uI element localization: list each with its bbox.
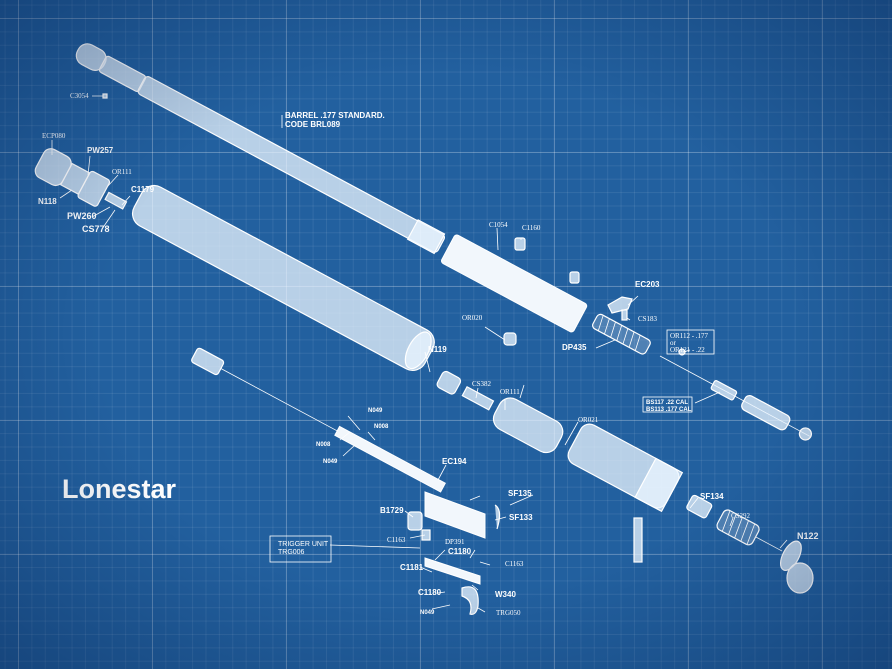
label-bs117: BS117 .22 CAL [646, 400, 688, 406]
label-ec194: EC194 [442, 457, 467, 466]
label-ecp080: ECP080 [42, 132, 66, 140]
label-or121: OR121 - .22 [670, 346, 705, 354]
piston-assembly [436, 370, 564, 454]
label-pw257: PW257 [87, 146, 114, 155]
c1160-screw [514, 237, 526, 251]
label-c1181: C1181 [400, 563, 424, 572]
label-c1179: C1179 [131, 185, 155, 194]
label-sf133: SF133 [509, 513, 533, 522]
label-or111b: OR111 [500, 388, 520, 396]
label-ec203: EC203 [635, 280, 660, 289]
label-n049c: N049 [420, 610, 435, 616]
or112-ball [678, 348, 686, 356]
label-c1163b: C1163 [505, 560, 524, 568]
label-n119: N119 [428, 345, 447, 354]
label-c1180b: C1180 [418, 588, 442, 597]
label-n049a: N049 [368, 408, 383, 414]
cs183-pin [621, 309, 628, 321]
cocking-rod [191, 347, 446, 493]
ec203-part [607, 296, 633, 314]
label-cs382: CS382 [472, 380, 492, 388]
or020-part [503, 332, 517, 346]
label-trigger-2: TRG006 [278, 549, 305, 556]
label-cs183: CS183 [638, 315, 658, 323]
label-cs778: CS778 [82, 224, 110, 234]
part-labels: C3054 BARREL .177 STANDARD. CODE BRL089 … [38, 92, 819, 617]
label-sf134: SF134 [700, 492, 724, 501]
barrel [75, 43, 446, 255]
label-pw260: PW260 [67, 211, 97, 221]
label-bs113: BS113 .177 CAL [646, 407, 692, 413]
leader-lines [51, 95, 788, 613]
label-barrel-1: BARREL .177 STANDARD. [285, 111, 385, 120]
label-dp391: DP391 [445, 538, 465, 546]
label-c1054: C1054 [489, 221, 508, 229]
spring-dp435 [592, 313, 651, 355]
label-sf135: SF135 [508, 489, 532, 498]
trigger-unit [407, 491, 501, 615]
label-barrel-2: CODE BRL089 [285, 120, 341, 129]
label-c3054: C3054 [70, 92, 89, 100]
label-n049b: N049 [323, 459, 338, 465]
label-w340: W340 [495, 590, 516, 599]
label-trigger-1: TRIGGER UNIT [278, 541, 329, 548]
label-n008b: N008 [374, 424, 389, 430]
label-or-or: or [670, 339, 677, 347]
product-title: Lonestar [62, 474, 177, 504]
label-c1160: C1160 [522, 224, 541, 232]
screw [569, 271, 580, 284]
label-or021: OR021 [578, 416, 599, 424]
label-or111a: OR111 [112, 168, 132, 176]
label-dp435: DP435 [562, 343, 587, 352]
rod-assembly [659, 355, 813, 441]
label-cs292: CS292 [731, 512, 751, 520]
label-or112: OR112 - .177 [670, 332, 709, 340]
compression-tube [131, 184, 435, 371]
label-c1163a: C1163 [387, 536, 406, 544]
label-n008a: N008 [316, 442, 331, 448]
end-cap [34, 148, 128, 210]
label-or020: OR020 [462, 314, 483, 322]
label-b1729: B1729 [380, 506, 404, 515]
label-n118: N118 [38, 197, 57, 206]
n122-knob [786, 562, 814, 594]
c3054-part [102, 93, 108, 99]
breech-block [441, 234, 588, 333]
cylinder [567, 423, 802, 571]
pin [633, 517, 643, 563]
label-trg050: TRG050 [496, 609, 521, 617]
label-n122: N122 [797, 531, 819, 541]
label-c1180a: C1180 [448, 547, 472, 556]
